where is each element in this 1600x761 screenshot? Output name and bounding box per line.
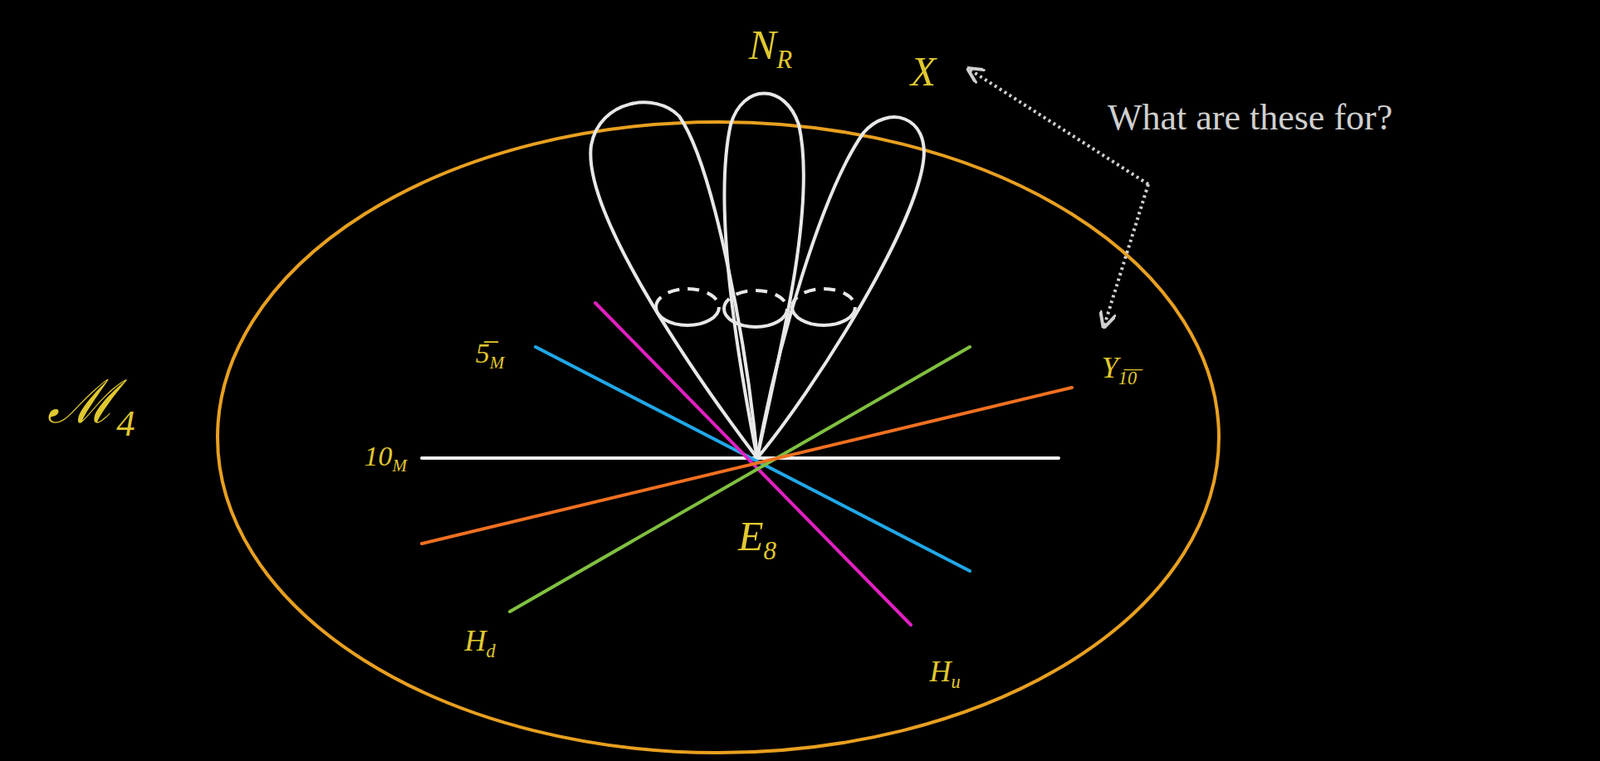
higgs-curve-label: Hu [925, 655, 964, 693]
field-label: X [907, 48, 940, 95]
field-label: NR [745, 22, 796, 74]
brane-10m [421, 456, 1059, 460]
higgs-curve-label: Hd [460, 625, 499, 662]
brane-5m [535, 347, 970, 572]
point-label: E8 [734, 513, 780, 566]
m4-region [217, 122, 1219, 754]
matter-curve-label: 5̅M [472, 337, 509, 374]
matter-curve-label: 10M [360, 440, 411, 477]
neutrino-loops [590, 93, 925, 460]
question-note: What are these for? [1104, 97, 1396, 138]
brane-hd [509, 347, 970, 612]
matter-curve-label: Y1̅0̅ [1098, 352, 1141, 389]
manifold-label: ℳ4 [44, 370, 138, 445]
